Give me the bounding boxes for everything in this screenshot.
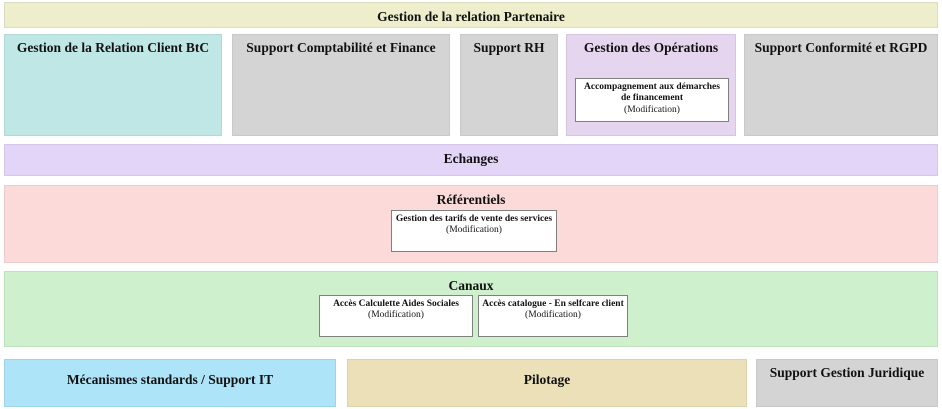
domain-box-label: Gestion des Opérations bbox=[583, 40, 719, 55]
band-label: Echanges bbox=[443, 151, 499, 166]
capability-card-state: (Modification) bbox=[446, 225, 502, 236]
band-canaux[interactable]: Canaux Accès Calculette Aides Sociales (… bbox=[4, 271, 938, 347]
band-label: Canaux bbox=[448, 278, 494, 293]
domain-box-label: Support Conformité et RGPD bbox=[754, 40, 928, 55]
capability-card-acces-calculette-aides-sociales[interactable]: Accès Calculette Aides Sociales (Modific… bbox=[319, 295, 473, 337]
footer-box-mecanismes-standards-support-it[interactable]: Mécanismes standards / Support IT bbox=[4, 359, 336, 407]
domain-box-label: Gestion de la Relation Client BtC bbox=[16, 40, 210, 55]
domain-box-label: Support RH bbox=[473, 40, 545, 55]
capability-card-label: Accompagnement aux démarches de financem… bbox=[584, 82, 720, 104]
capability-card-accompagnement-aux-demarches-de-financement[interactable]: Accompagnement aux démarches de financem… bbox=[575, 78, 729, 122]
header-band-gestion-de-la-relation-partenaire[interactable]: Gestion de la relation Partenaire bbox=[4, 2, 938, 28]
band-referentiels[interactable]: Référentiels Gestion des tarifs de vente… bbox=[4, 185, 938, 263]
capability-card-label: Accès catalogue - En selfcare client bbox=[482, 299, 624, 309]
footer-box-support-gestion-juridique[interactable]: Support Gestion Juridique bbox=[756, 359, 938, 407]
domain-box-support-conformite-et-rgpd[interactable]: Support Conformité et RGPD bbox=[744, 34, 938, 136]
capability-card-acces-catalogue-en-selfcare-client[interactable]: Accès catalogue - En selfcare client (Mo… bbox=[478, 295, 628, 337]
capability-card-state: (Modification) bbox=[525, 310, 581, 321]
domain-box-support-rh[interactable]: Support RH bbox=[460, 34, 558, 136]
capability-card-gestion-des-tarifs-de-vente-des-services[interactable]: Gestion des tarifs de vente des services… bbox=[391, 210, 557, 252]
band-label: Référentiels bbox=[436, 192, 506, 207]
header-band-label: Gestion de la relation Partenaire bbox=[377, 9, 565, 24]
footer-box-label: Mécanismes standards / Support IT bbox=[66, 372, 274, 387]
domain-box-label: Support Comptabilité et Finance bbox=[246, 40, 436, 55]
domain-box-support-comptabilite-et-finance[interactable]: Support Comptabilité et Finance bbox=[232, 34, 450, 136]
capability-card-label: Gestion des tarifs de vente des services bbox=[395, 214, 553, 224]
capability-card-label: Accès Calculette Aides Sociales bbox=[333, 299, 459, 309]
domain-box-gestion-des-operations[interactable]: Gestion des Opérations Accompagnement au… bbox=[566, 34, 736, 136]
footer-box-label: Pilotage bbox=[523, 372, 571, 387]
band-echanges[interactable]: Echanges bbox=[4, 144, 938, 176]
footer-box-label: Support Gestion Juridique bbox=[769, 365, 925, 380]
footer-box-pilotage[interactable]: Pilotage bbox=[347, 359, 747, 407]
capability-card-state: (Modification) bbox=[368, 310, 424, 321]
capability-card-state: (Modification) bbox=[624, 104, 680, 115]
domain-box-gestion-de-la-relation-client-btc[interactable]: Gestion de la Relation Client BtC bbox=[4, 34, 222, 136]
